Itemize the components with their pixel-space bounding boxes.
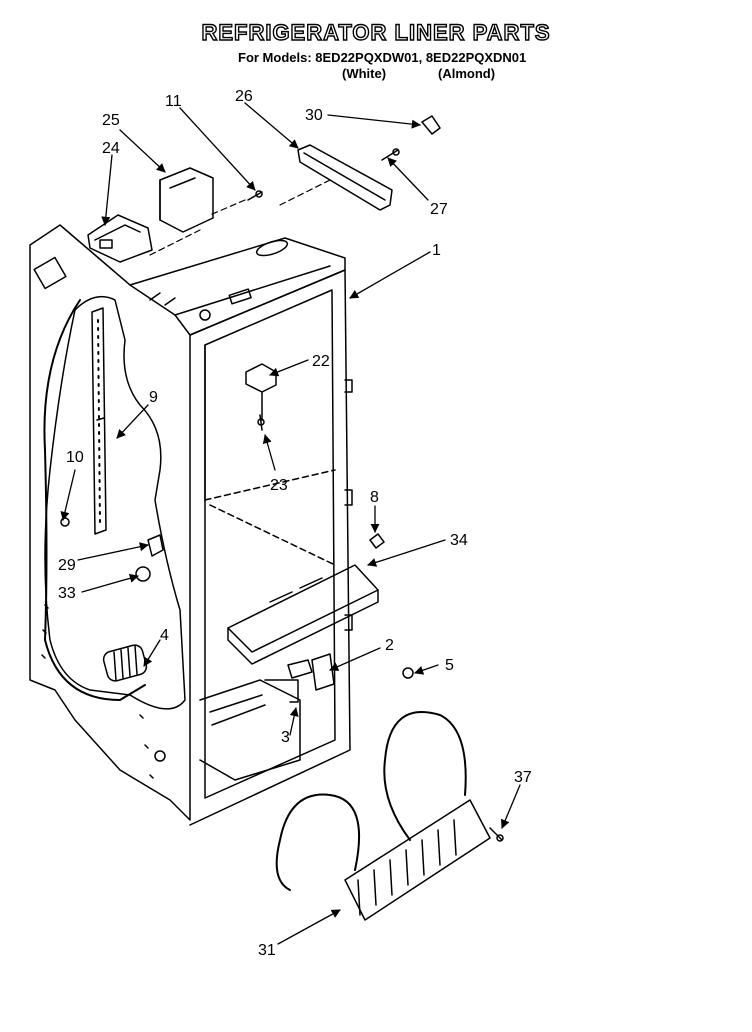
callout-numbers: 1 2 3 4 5 8 9 10 11 22 23 24 25 26 27 29… — [58, 88, 532, 959]
callout-30: 30 — [305, 107, 323, 124]
callout-24: 24 — [102, 140, 120, 157]
callout-29: 29 — [58, 557, 76, 574]
callout-26: 26 — [235, 88, 253, 105]
callout-leaders — [60, 102, 521, 945]
callout-5: 5 — [445, 657, 454, 674]
part-22-bracket — [245, 363, 277, 421]
callout-22: 22 — [312, 353, 330, 370]
callout-9: 9 — [149, 389, 158, 406]
part-5-nut — [402, 667, 414, 679]
part-26-rail — [297, 144, 393, 211]
part-30-clip — [421, 115, 441, 135]
part-33-bulb — [135, 566, 151, 582]
callout-2: 2 — [385, 637, 394, 654]
part-25-bracket — [159, 167, 214, 233]
part-2-bracket — [287, 653, 335, 691]
liner-cabinet — [29, 224, 353, 826]
part-37-screw — [489, 827, 504, 842]
callout-10: 10 — [66, 449, 84, 466]
part-29-socket — [147, 534, 164, 557]
part-11-screw — [247, 190, 263, 201]
callout-3: 3 — [281, 729, 290, 746]
part-3-clip — [264, 679, 299, 703]
part-9-rail — [96, 417, 105, 421]
callout-8: 8 — [370, 489, 379, 506]
part-24-housing — [87, 214, 153, 263]
callout-37: 37 — [514, 769, 532, 786]
callout-23: 23 — [270, 477, 288, 494]
diagram-title: REFRIGERATOR LINER PARTS — [201, 19, 551, 45]
callout-1: 1 — [432, 242, 441, 259]
callout-34: 34 — [450, 532, 468, 549]
part-31-heater-pad — [275, 711, 491, 921]
callout-33: 33 — [58, 585, 76, 602]
callout-31: 31 — [258, 942, 276, 959]
part-4-grille — [102, 644, 148, 682]
models-line: For Models: 8ED22PQXDW01, 8ED22PQXDN01 — [238, 50, 527, 65]
callout-27: 27 — [430, 201, 448, 218]
part-10-screw — [60, 517, 70, 527]
part-34-shelf-support — [227, 564, 379, 665]
callout-25: 25 — [102, 112, 120, 129]
part-27-screw — [381, 148, 400, 161]
callout-4: 4 — [160, 627, 169, 644]
variant-white-label: (White) — [342, 66, 387, 81]
callout-11: 11 — [165, 93, 182, 110]
part-23-screw — [257, 414, 265, 431]
variant-almond-label: (Almond) — [438, 66, 496, 81]
assembly-leader-lines — [149, 179, 331, 256]
part-8-clip — [369, 533, 385, 549]
